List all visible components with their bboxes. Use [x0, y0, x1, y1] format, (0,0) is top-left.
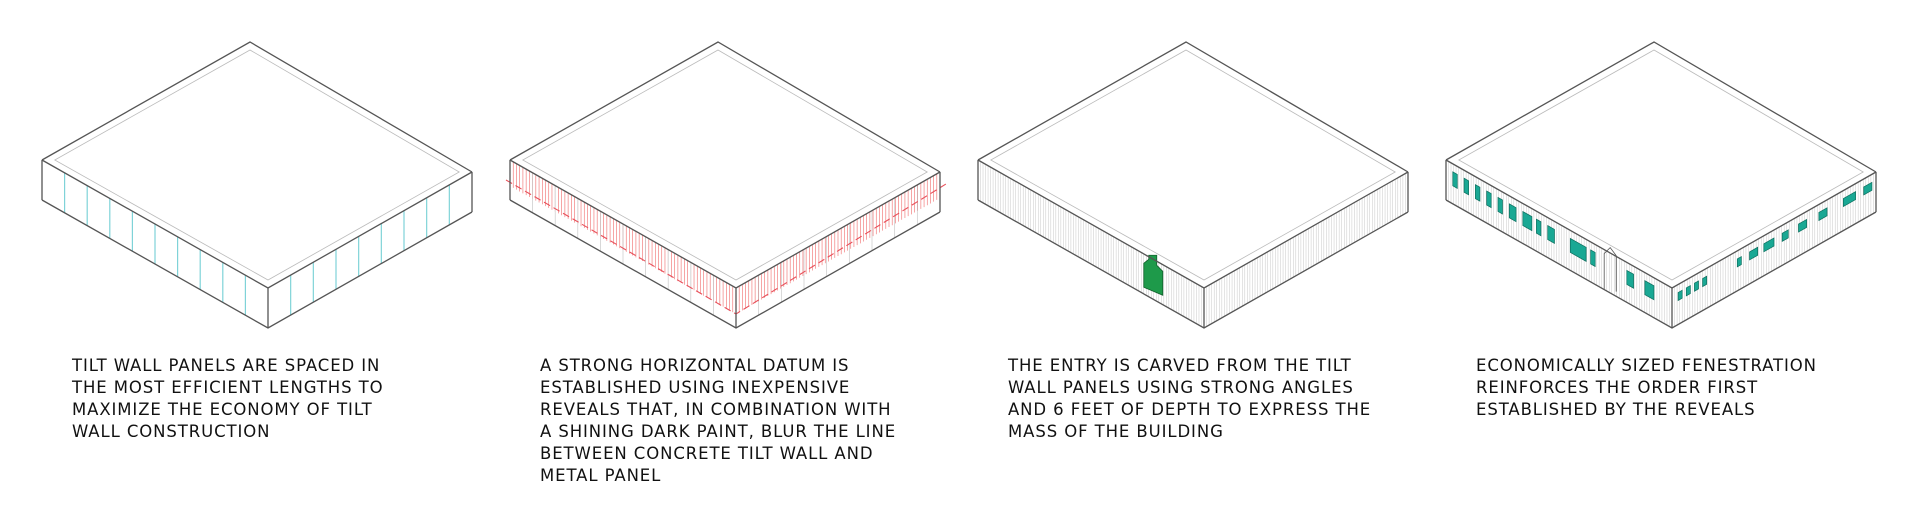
caption-entry: THE ENTRY IS CARVED FROM THE TILT WALL P… — [1008, 355, 1408, 443]
window — [1497, 196, 1503, 215]
window — [1843, 190, 1856, 208]
window — [1569, 237, 1587, 262]
caption-line: ECONOMICALLY SIZED FENESTRATION — [1476, 356, 1817, 375]
caption-tilt-wall: TILT WALL PANELS ARE SPACED IN THE MOST … — [72, 355, 472, 443]
tilt-wall-panels-diagram — [41, 41, 473, 329]
panel-datum: A STRONG HORIZONTAL DATUM IS ESTABLISHED… — [468, 0, 948, 516]
window — [1749, 246, 1759, 261]
window — [1702, 275, 1708, 288]
building-mass — [510, 42, 940, 328]
roof-back-edge — [977, 41, 1409, 173]
window — [1685, 284, 1691, 297]
window — [1463, 177, 1469, 196]
window — [1644, 280, 1655, 301]
window — [1536, 218, 1542, 237]
window — [1547, 224, 1555, 245]
caption-line: METAL PANEL — [540, 466, 662, 485]
caption-line: MASS OF THE BUILDING — [1008, 422, 1224, 441]
window — [1522, 210, 1533, 232]
entry-recess — [1603, 246, 1617, 292]
building-mass — [42, 42, 472, 328]
caption-line: MAXIMIZE THE ECONOMY OF TILT — [72, 400, 373, 419]
fenestration-diagram — [1445, 41, 1877, 329]
horizontal-datum-diagram — [505, 41, 947, 329]
caption-line: AND 6 FEET OF DEPTH TO EXPRESS THE — [1008, 400, 1372, 419]
window — [1818, 207, 1828, 222]
building-mass — [978, 42, 1408, 328]
window — [1694, 280, 1699, 292]
caption-line: REINFORCES THE ORDER FIRST — [1476, 378, 1759, 397]
window — [1508, 203, 1517, 223]
caption-fenestration: ECONOMICALLY SIZED FENESTRATION REINFORC… — [1476, 355, 1876, 421]
caption-line: ESTABLISHED BY THE REVEALS — [1476, 400, 1756, 419]
window — [1475, 184, 1481, 202]
parapet-inner-edge — [989, 49, 1397, 281]
window — [1863, 181, 1873, 196]
caption-line: WALL PANELS USING STRONG ANGLES — [1008, 378, 1354, 397]
window — [1452, 171, 1458, 190]
window — [1798, 218, 1807, 233]
window — [1677, 289, 1683, 302]
caption-line: BETWEEN CONCRETE TILT WALL AND — [540, 444, 874, 463]
caption-line: A STRONG HORIZONTAL DATUM IS — [540, 356, 850, 375]
caption-line: A SHINING DARK PAINT, BLUR THE LINE — [540, 422, 897, 441]
parapet-inner-edge — [53, 49, 461, 281]
parapet-inner-edge — [521, 49, 929, 281]
caption-line: WALL CONSTRUCTION — [72, 422, 271, 441]
caption-line: THE MOST EFFICIENT LENGTHS TO — [72, 378, 384, 397]
carved-entry — [1143, 254, 1164, 296]
caption-line: THE ENTRY IS CARVED FROM THE TILT — [1008, 356, 1352, 375]
window — [1590, 249, 1596, 268]
window — [1486, 190, 1492, 209]
caption-datum: A STRONG HORIZONTAL DATUM IS ESTABLISHED… — [540, 355, 940, 487]
caption-line: TILT WALL PANELS ARE SPACED IN — [72, 356, 381, 375]
roof-back-edge — [509, 41, 941, 173]
roof-back-edge — [1445, 41, 1877, 173]
panel-tilt-wall: TILT WALL PANELS ARE SPACED IN THE MOST … — [0, 0, 480, 516]
carved-entry-diagram — [977, 41, 1409, 329]
roof-back-edge — [41, 41, 473, 173]
window — [1736, 255, 1742, 268]
panel-entry: THE ENTRY IS CARVED FROM THE TILT WALL P… — [936, 0, 1416, 516]
caption-line: REVEALS THAT, IN COMBINATION WITH — [540, 400, 892, 419]
window — [1763, 237, 1775, 253]
window — [1626, 269, 1634, 289]
parapet-inner-edge — [1457, 49, 1865, 281]
building-mass — [1446, 42, 1876, 328]
window — [1781, 229, 1789, 242]
caption-line: ESTABLISHED USING INEXPENSIVE — [540, 378, 851, 397]
panel-fenestration: ECONOMICALLY SIZED FENESTRATION REINFORC… — [1404, 0, 1884, 516]
